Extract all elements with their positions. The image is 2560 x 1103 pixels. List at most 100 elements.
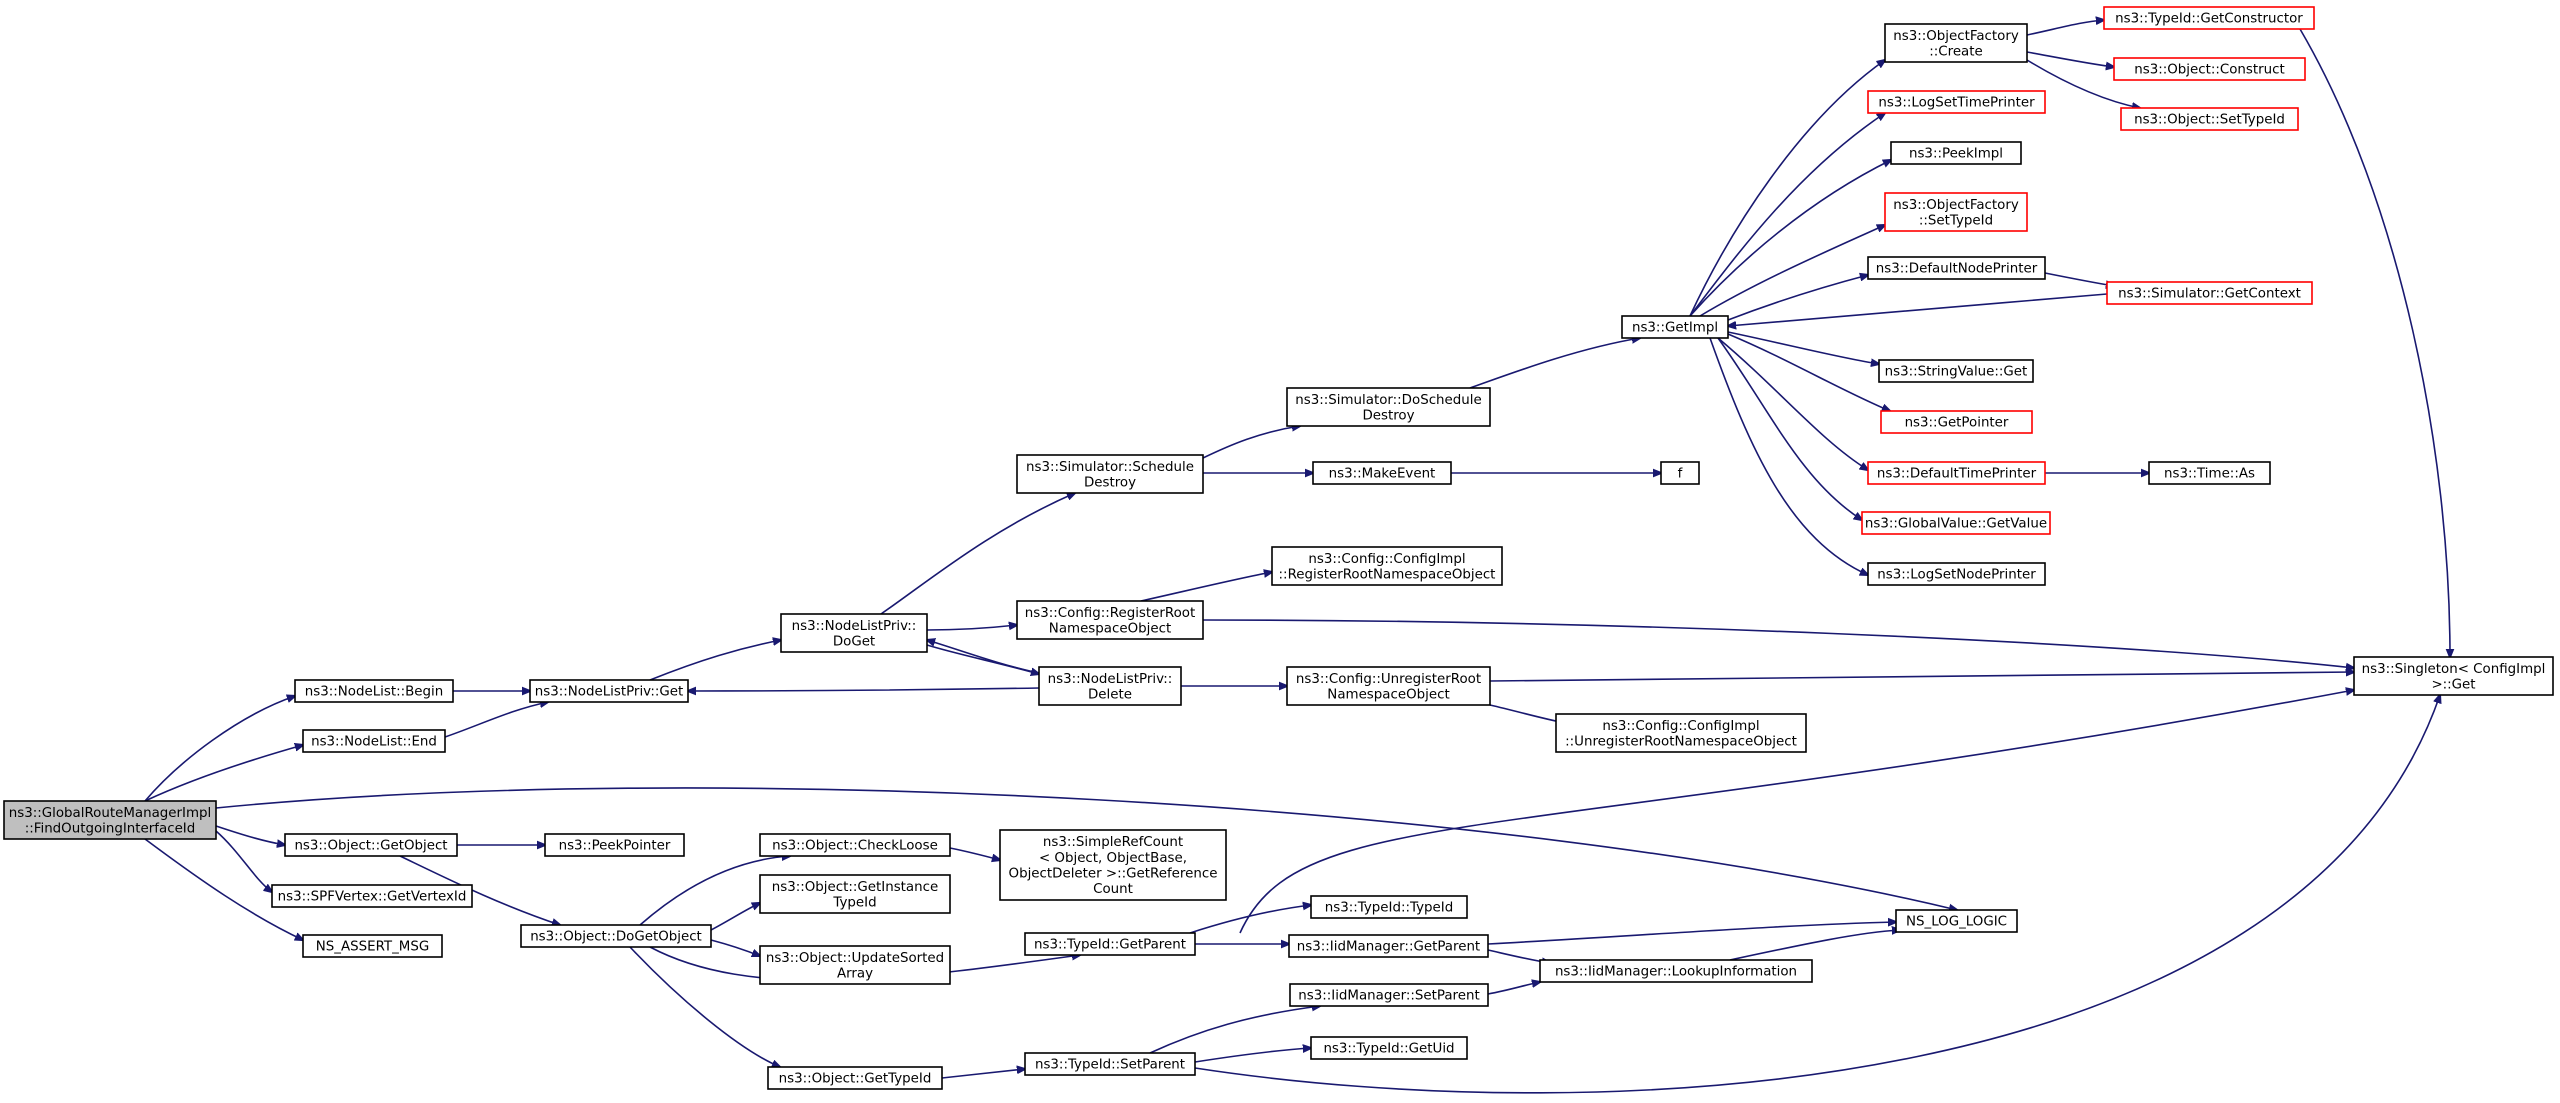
- node-box[interactable]: [2113, 57, 2306, 81]
- node-n40[interactable]: ns3::IidManager::LookupInformation: [1539, 959, 1813, 983]
- node-box[interactable]: [1288, 934, 1489, 958]
- node-n11[interactable]: ns3::MakeEvent: [1312, 461, 1452, 485]
- node-n0[interactable]: ns3::GlobalRouteManagerImpl::FindOutgoin…: [3, 800, 217, 840]
- node-n46[interactable]: ns3::PeekPointer: [544, 833, 685, 857]
- node-n35[interactable]: ns3::SimpleRefCount< Object, ObjectBase,…: [999, 829, 1227, 901]
- node-n43[interactable]: ns3::TypeId::GetParent: [1024, 932, 1196, 956]
- node-box[interactable]: [1867, 562, 2046, 586]
- node-n15[interactable]: ns3::DefaultNodePrinter: [1867, 256, 2046, 280]
- node-box[interactable]: [529, 679, 689, 703]
- node-n17[interactable]: ns3::DefaultTimePrinter: [1867, 461, 2046, 485]
- node-n29[interactable]: ns3::StringValue::Get: [1878, 359, 2034, 383]
- node-box[interactable]: [1867, 90, 2046, 114]
- node-box[interactable]: [271, 884, 473, 908]
- node-label: ns3::LogSetNodePrinter: [1877, 568, 2036, 583]
- node-n48[interactable]: NS_ASSERT_MSG: [302, 934, 443, 958]
- node-n38[interactable]: ns3::TypeId::SetParent: [1024, 1052, 1196, 1076]
- node-box[interactable]: [1884, 23, 2028, 63]
- node-box[interactable]: [294, 679, 454, 703]
- node-box[interactable]: [3, 800, 217, 840]
- node-box[interactable]: [767, 1066, 943, 1090]
- node-n21[interactable]: ns3::LogSetNodePrinter: [1867, 562, 2046, 586]
- node-box[interactable]: [284, 833, 458, 857]
- node-n24[interactable]: ns3::Object::Construct: [2113, 57, 2306, 81]
- node-n14[interactable]: ns3::GetImpl: [1621, 315, 1729, 339]
- node-box[interactable]: [1024, 1052, 1196, 1076]
- node-n32[interactable]: ns3::Object::GetObject: [284, 833, 458, 857]
- node-box[interactable]: [780, 613, 928, 653]
- node-box[interactable]: [759, 833, 951, 857]
- node-n8[interactable]: ns3::Config::UnregisterRootNamespaceObje…: [1286, 666, 1491, 706]
- node-box[interactable]: [1621, 315, 1729, 339]
- node-n3[interactable]: ns3::NodeListPriv::DoGet: [780, 613, 928, 653]
- node-box[interactable]: [1884, 192, 2028, 232]
- node-box[interactable]: [759, 945, 951, 985]
- node-box[interactable]: [1016, 600, 1204, 640]
- node-box[interactable]: [2148, 461, 2271, 485]
- node-n12[interactable]: f: [1660, 461, 1700, 485]
- node-n27[interactable]: ns3::ObjectFactory::SetTypeId: [1884, 192, 2028, 232]
- node-n22[interactable]: ns3::LogSetTimePrinter: [1867, 90, 2046, 114]
- node-box[interactable]: [999, 829, 1227, 901]
- node-box[interactable]: [2120, 107, 2299, 131]
- node-box[interactable]: [1880, 410, 2033, 434]
- node-n19[interactable]: ns3::GetPointer: [1880, 410, 2033, 434]
- node-box[interactable]: [1038, 666, 1182, 706]
- node-n44[interactable]: ns3::IidManager::GetParent: [1288, 934, 1489, 958]
- node-box[interactable]: [302, 934, 443, 958]
- node-n45[interactable]: ns3::TypeId::TypeId: [1310, 895, 1468, 919]
- node-n47[interactable]: ns3::SPFVertex::GetVertexId: [271, 884, 473, 908]
- node-box[interactable]: [1555, 713, 1807, 753]
- node-n5[interactable]: ns3::Config::ConfigImpl::RegisterRootNam…: [1271, 546, 1503, 586]
- node-box[interactable]: [1539, 959, 1813, 983]
- node-n18[interactable]: ns3::Time::As: [2148, 461, 2271, 485]
- node-box[interactable]: [520, 924, 712, 948]
- node-box[interactable]: [2353, 656, 2554, 696]
- node-n39[interactable]: ns3::IidManager::SetParent: [1289, 983, 1489, 1007]
- node-n37[interactable]: ns3::Object::GetTypeId: [767, 1066, 943, 1090]
- node-n34[interactable]: ns3::Object::CheckLoose: [759, 833, 951, 857]
- node-box[interactable]: [1867, 256, 2046, 280]
- node-box[interactable]: [1271, 546, 1503, 586]
- node-box[interactable]: [1895, 909, 2018, 933]
- node-box[interactable]: [302, 729, 446, 753]
- node-box[interactable]: [1286, 666, 1491, 706]
- node-box[interactable]: [544, 833, 685, 857]
- node-box[interactable]: [2106, 281, 2313, 305]
- node-n31[interactable]: NS_LOG_LOGIC: [1895, 909, 2018, 933]
- node-box[interactable]: [1286, 387, 1491, 427]
- node-box[interactable]: [1310, 895, 1468, 919]
- node-n28[interactable]: ns3::PeekImpl: [1890, 141, 2022, 165]
- node-label: ns3::NodeList::End: [311, 735, 437, 750]
- node-box[interactable]: [1867, 461, 2046, 485]
- node-box[interactable]: [1660, 461, 1700, 485]
- node-n25[interactable]: ns3::Object::SetTypeId: [2120, 107, 2299, 131]
- node-n30[interactable]: ns3::NodeList::End: [302, 729, 446, 753]
- node-box[interactable]: [1024, 932, 1196, 956]
- node-n16[interactable]: ns3::Simulator::GetContext: [2106, 281, 2313, 305]
- node-n33[interactable]: ns3::Object::DoGetObject: [520, 924, 712, 948]
- node-n1[interactable]: ns3::NodeList::Begin: [294, 679, 454, 703]
- node-box[interactable]: [1310, 1036, 1468, 1060]
- node-box[interactable]: [1878, 359, 2034, 383]
- node-n20[interactable]: ns3::GlobalValue::GetValue: [1861, 511, 2051, 535]
- node-n26[interactable]: ns3::TypeId::GetConstructor: [2103, 6, 2315, 30]
- node-n7[interactable]: ns3::NodeListPriv::Delete: [1038, 666, 1182, 706]
- node-n4[interactable]: ns3::Config::RegisterRootNamespaceObject: [1016, 600, 1204, 640]
- node-n23[interactable]: ns3::ObjectFactory::Create: [1884, 23, 2028, 63]
- node-n6[interactable]: ns3::Singleton< ConfigImpl >::Get: [2353, 656, 2554, 696]
- node-box[interactable]: [1289, 983, 1489, 1007]
- node-box[interactable]: [1312, 461, 1452, 485]
- node-box[interactable]: [759, 874, 951, 914]
- node-n41[interactable]: ns3::TypeId::GetUid: [1310, 1036, 1468, 1060]
- node-box[interactable]: [1890, 141, 2022, 165]
- node-box[interactable]: [2103, 6, 2315, 30]
- node-n9[interactable]: ns3::Config::ConfigImpl::UnregisterRootN…: [1555, 713, 1807, 753]
- node-n2[interactable]: ns3::NodeListPriv::Get: [529, 679, 689, 703]
- node-box[interactable]: [1016, 454, 1204, 494]
- node-box[interactable]: [1861, 511, 2051, 535]
